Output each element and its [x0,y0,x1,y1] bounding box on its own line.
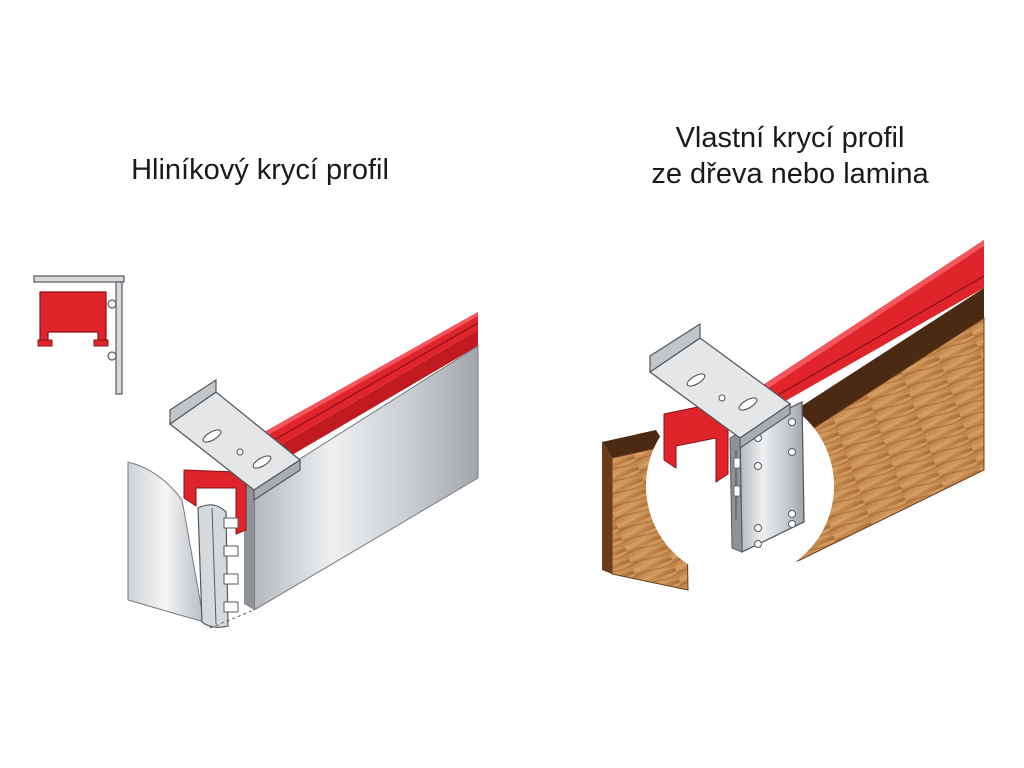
right-rail [740,240,985,420]
panel-title-aluminium: Hliníkový krycí profil [40,152,480,188]
left-rail [250,312,479,462]
right-aluminium-plate [729,400,805,554]
panel-title-aluminium-line: Hliníkový krycí profil [131,154,389,186]
left-mounting-bracket-icon [168,378,302,502]
panel-title-own-profile-line-1: Vlastní krycí profil [675,122,905,154]
left-cover-flap [127,461,255,629]
cross-section-icon [33,275,125,395]
panel-title-own-profile: Vlastní krycí profil ze dřeva nebo lamin… [600,120,980,192]
right-mounting-bracket-icon [648,322,792,450]
panel-title-own-profile-line-2: ze dřeva nebo lamina [651,158,929,190]
